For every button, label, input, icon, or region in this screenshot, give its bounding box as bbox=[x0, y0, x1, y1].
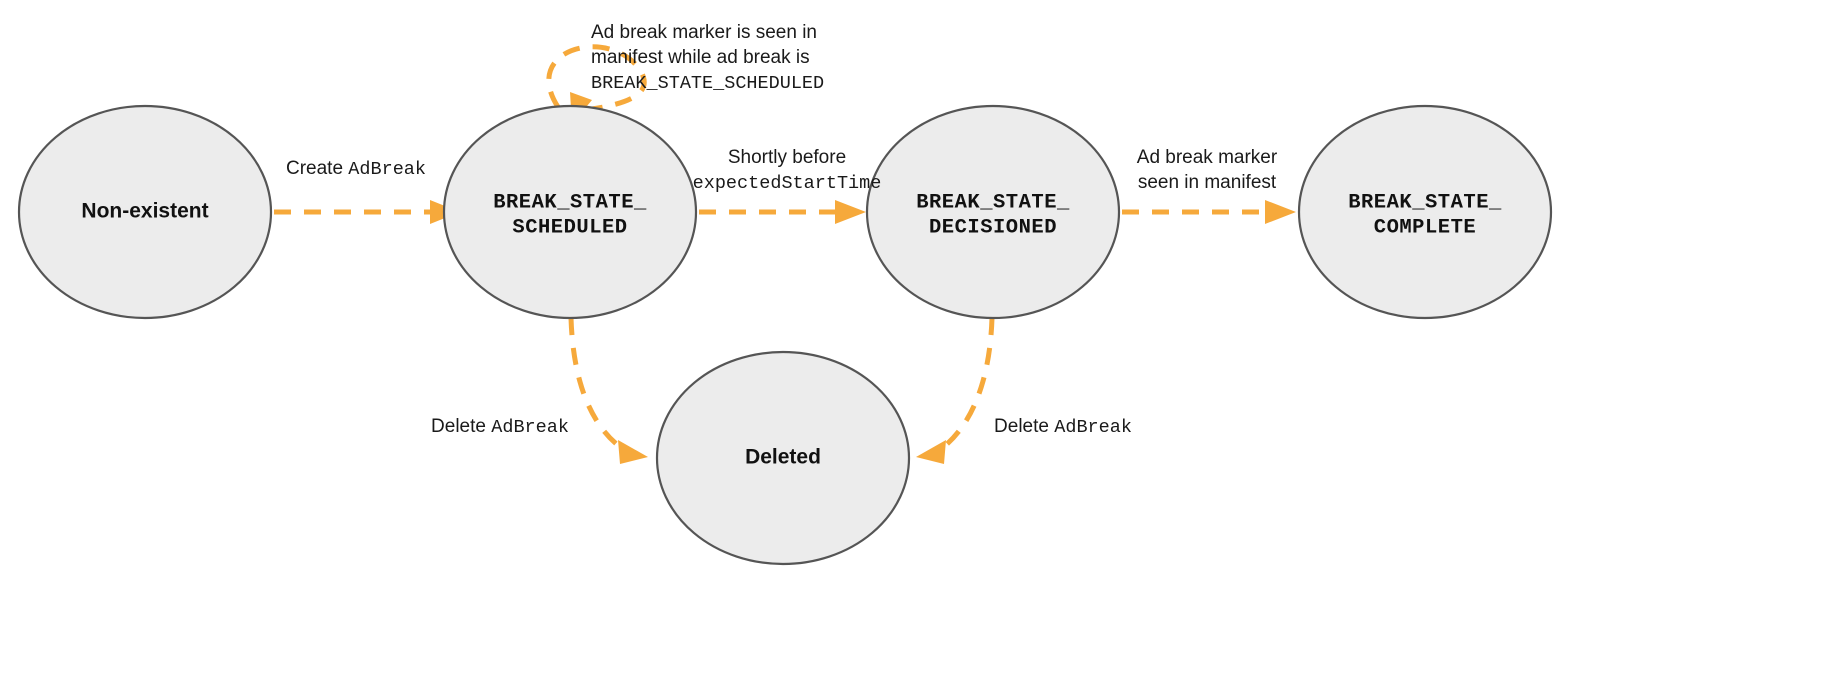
edge-layer bbox=[274, 44, 1296, 464]
edge-delete-from-decisioned[interactable] bbox=[916, 317, 995, 464]
node-shape bbox=[442, 104, 698, 320]
edge-label-marker-seen-line1: Ad break marker bbox=[1137, 147, 1278, 168]
edge-label-scheduled-loop-line2: manifest while ad break is bbox=[591, 47, 810, 68]
node-layer: Non-existent BREAK_STATE_ SCHEDULED BREA… bbox=[17, 104, 1553, 566]
edge-label-scheduled-loop-line3: BREAK_STATE_SCHEDULED bbox=[591, 73, 824, 94]
node-label-complete-line1: BREAK_STATE_ bbox=[1348, 191, 1502, 214]
node-shape bbox=[1297, 104, 1553, 320]
node-label-decisioned-line1: BREAK_STATE_ bbox=[916, 191, 1070, 214]
arrowhead-icon bbox=[1265, 200, 1296, 224]
node-non-existent[interactable]: Non-existent bbox=[17, 104, 273, 320]
node-deleted[interactable]: Deleted bbox=[655, 350, 911, 566]
node-label-deleted: Deleted bbox=[745, 446, 821, 469]
edge-label-marker-seen-line2: seen in manifest bbox=[1138, 172, 1277, 193]
edge-label-create-adbreak: Create AdBreak bbox=[286, 158, 426, 180]
edge-shortly-before[interactable] bbox=[699, 200, 866, 224]
edge-label-part-mono: AdBreak bbox=[1054, 417, 1132, 438]
edge-label-part: Create bbox=[286, 158, 348, 179]
node-shape bbox=[865, 104, 1121, 320]
edge-label-part-mono: AdBreak bbox=[348, 159, 426, 180]
edge-label-layer: Create AdBreak Ad break marker is seen i… bbox=[286, 22, 1278, 438]
edge-label-part: Delete bbox=[994, 416, 1054, 437]
node-label-complete-line2: COMPLETE bbox=[1374, 216, 1476, 239]
edge-label-delete-from-decisioned: Delete AdBreak bbox=[994, 416, 1132, 438]
node-shape bbox=[655, 350, 911, 566]
edge-marker-seen-in-manifest[interactable] bbox=[1122, 200, 1296, 224]
edge-label-scheduled-loop-line1: Ad break marker is seen in bbox=[591, 22, 817, 43]
node-label-scheduled-line2: SCHEDULED bbox=[512, 216, 627, 239]
edge-label-shortly-before-line2: expectedStartTime bbox=[693, 173, 882, 194]
edge-label-shortly-before-line1: Shortly before bbox=[728, 147, 846, 168]
arrowhead-icon bbox=[916, 440, 946, 464]
node-label-decisioned-line2: DECISIONED bbox=[929, 216, 1057, 239]
node-label-scheduled-line1: BREAK_STATE_ bbox=[493, 191, 647, 214]
edge-label-delete-from-scheduled: Delete AdBreak bbox=[431, 416, 569, 438]
node-label-non-existent: Non-existent bbox=[81, 200, 208, 223]
edge-create-adbreak[interactable] bbox=[274, 200, 460, 224]
edge-label-part-mono: AdBreak bbox=[491, 417, 569, 438]
node-break-state-decisioned[interactable]: BREAK_STATE_ DECISIONED bbox=[865, 104, 1121, 320]
arrowhead-icon bbox=[835, 200, 866, 224]
node-break-state-complete[interactable]: BREAK_STATE_ COMPLETE bbox=[1297, 104, 1553, 320]
edge-label-part: Delete bbox=[431, 416, 491, 437]
node-shape bbox=[17, 104, 273, 320]
edge-delete-from-scheduled[interactable] bbox=[568, 317, 648, 464]
arrowhead-icon bbox=[618, 440, 648, 464]
node-break-state-scheduled[interactable]: BREAK_STATE_ SCHEDULED bbox=[442, 104, 698, 320]
